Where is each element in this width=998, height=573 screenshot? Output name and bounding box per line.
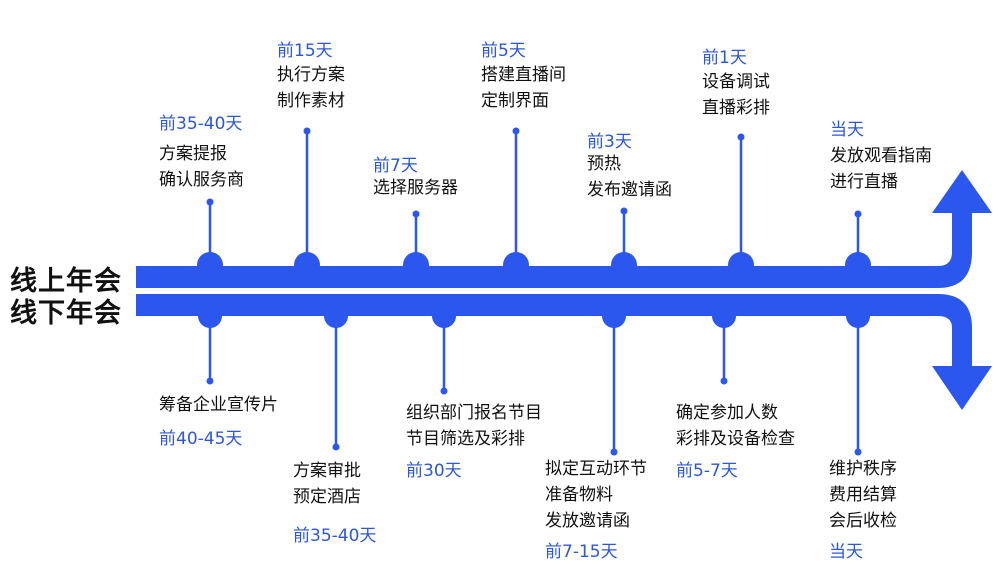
online-event-7-line-1: 发放观看指南 [830,146,932,166]
offline-event-5-time: 前5-7天 [676,461,738,481]
offline-event-4-line-2: 准备物料 [545,485,613,505]
offline-event-6-line-1: 维护秩序 [829,459,897,479]
online-connector-end-2 [303,127,311,135]
online-title: 线上年会 [10,266,122,297]
online-event-6-line-2: 直播彩排 [702,98,770,118]
offline-connector-end-4 [610,448,618,456]
online-connector-end-4 [512,127,520,135]
offline-title: 线下年会 [10,298,122,329]
offline-event-1-line-1: 筹备企业宣传片 [159,395,278,415]
offline-milestone-dot-2 [324,304,348,328]
offline-event-1-time: 前40-45天 [159,429,243,449]
offline-connector-end-2 [332,443,340,451]
online-event-4-line-2: 定制界面 [481,91,549,111]
online-connector-end-3 [412,210,420,218]
online-event-1-time: 前35-40天 [159,114,243,134]
offline-event-2-line-2: 预定酒店 [293,487,361,507]
online-event-5-line-1: 预热 [587,154,621,174]
online-milestone-dot-4 [503,252,529,278]
offline-milestone-dot-3 [432,304,456,328]
offline-milestone-dot-1 [198,304,222,328]
offline-event-5-line-1: 确定参加人数 [676,403,778,423]
online-event-7-time: 当天 [830,120,864,140]
online-event-2-line-1: 执行方案 [277,65,345,85]
offline-event-4-line-1: 拟定互动环节 [545,459,647,479]
online-event-2-time: 前15天 [277,41,333,61]
online-event-7-line-2: 进行直播 [830,172,898,192]
offline-event-4-line-3: 发放邀请函 [545,511,630,531]
online-event-1-line-2: 确认服务商 [159,170,244,190]
offline-track [136,294,992,410]
offline-connector-end-5 [720,377,728,385]
offline-event-6-line-2: 费用结算 [829,485,897,505]
offline-milestone-dot-4 [602,304,626,328]
online-event-5-time: 前3天 [587,132,632,152]
offline-event-6-line-3: 会后收检 [829,511,897,531]
offline-event-3-line-2: 节目筛选及彩排 [406,429,525,449]
online-connector-end-7 [854,210,862,218]
online-milestone-dot-3 [403,252,429,278]
online-milestone-dot-6 [728,252,754,278]
offline-connector-end-1 [206,377,214,385]
online-event-6-time: 前1天 [702,48,747,68]
offline-connector-end-6 [854,448,862,456]
online-event-2-line-2: 制作素材 [277,91,345,111]
online-event-1-line-1: 方案提报 [159,144,227,164]
online-connector-end-1 [206,198,214,206]
online-track [136,170,992,288]
online-event-3-line-1: 选择服务器 [373,178,458,198]
online-milestone-dot-2 [294,252,320,278]
offline-milestone-dot-6 [846,304,870,328]
online-event-3-time: 前7天 [373,156,418,176]
offline-event-3-line-1: 组织部门报名节目 [406,403,542,423]
online-connector-end-6 [737,133,745,141]
offline-event-3-time: 前30天 [406,461,462,481]
offline-milestone-dot-5 [712,304,736,328]
online-milestone-dot-1 [197,252,223,278]
online-event-5-line-2: 发布邀请函 [587,180,672,200]
online-milestone-dot-5 [611,252,637,278]
online-event-6-line-1: 设备调试 [702,72,770,92]
offline-event-4-time: 前7-15天 [545,542,618,562]
offline-event-6-time: 当天 [829,542,863,562]
offline-connector-end-3 [440,387,448,395]
offline-event-5-line-2: 彩排及设备检查 [676,429,795,449]
online-connector-end-5 [620,207,628,215]
online-event-4-time: 前5天 [481,41,526,61]
offline-event-2-line-1: 方案审批 [293,461,361,481]
online-event-4-line-1: 搭建直播间 [481,65,566,85]
offline-event-2-time: 前35-40天 [293,526,377,546]
online-milestone-dot-7 [845,252,871,278]
